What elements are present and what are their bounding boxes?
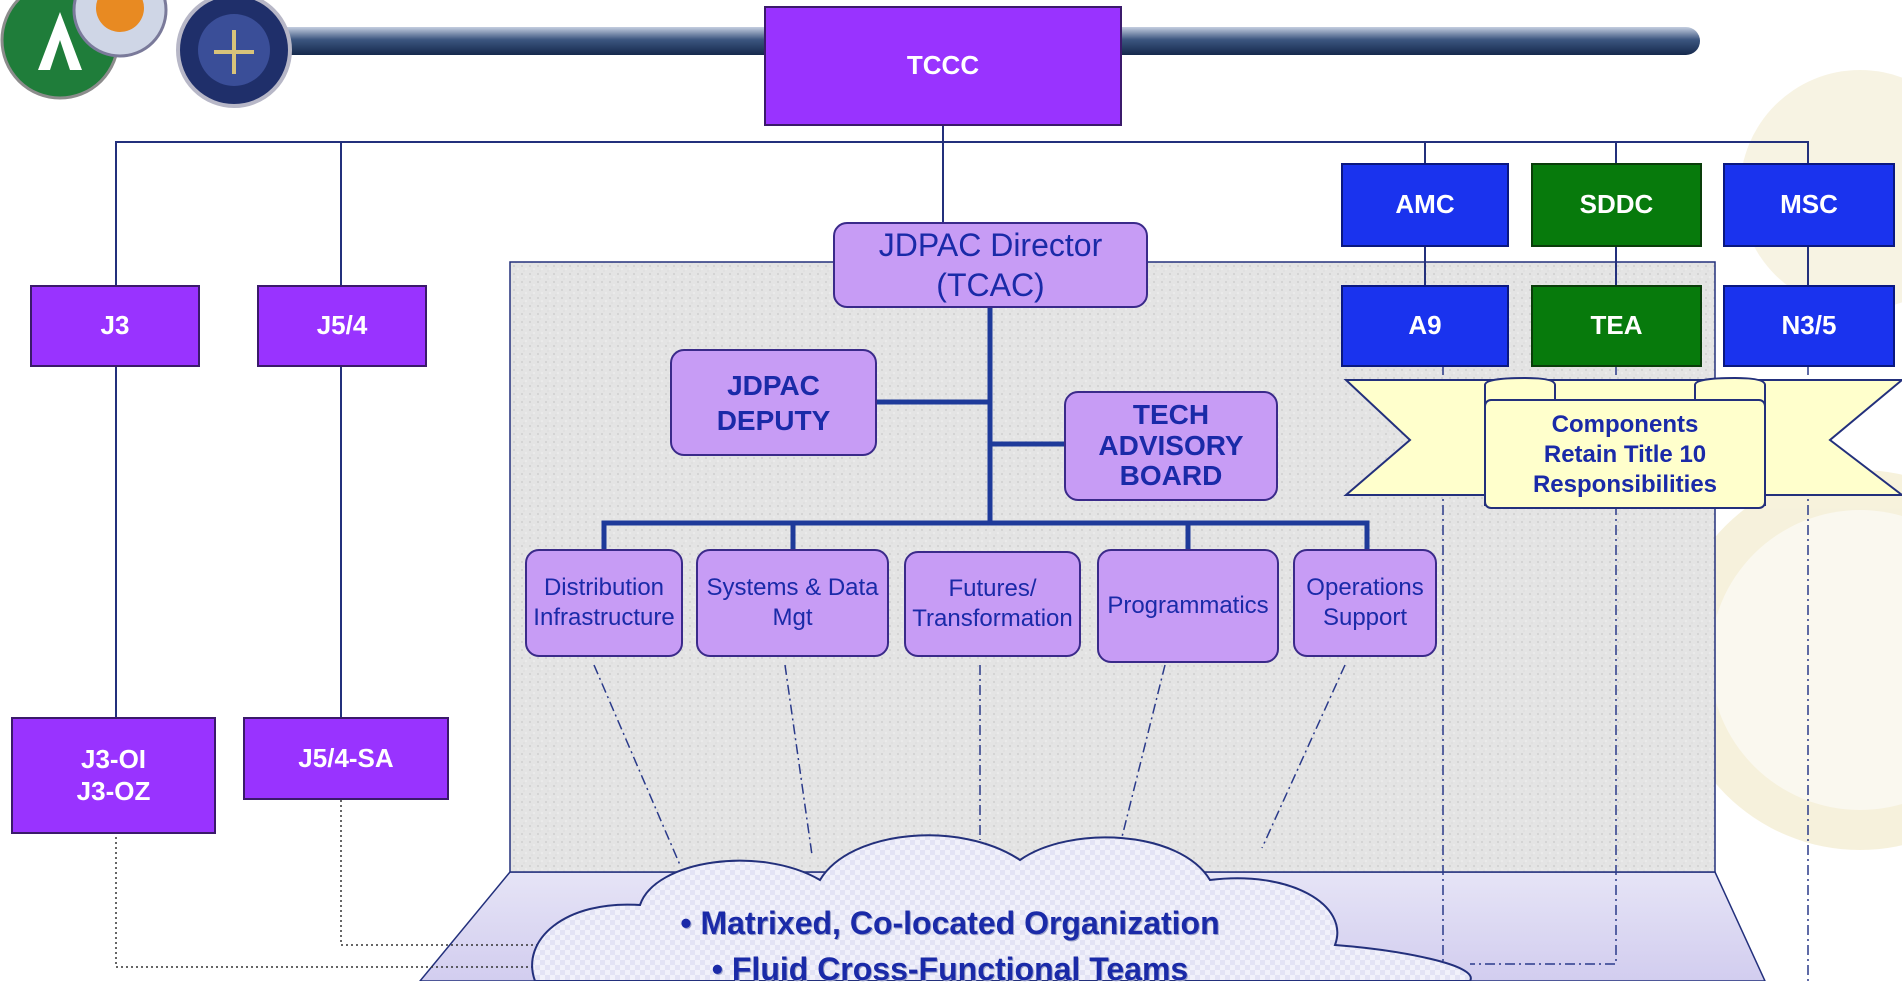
division-line2: Support <box>1322 604 1408 631</box>
division-futures-transformation: Futures/ Transformation <box>904 551 1081 657</box>
cloud-bullet-1: • Matrixed, Co-located Organization <box>680 905 1220 941</box>
deputy-line1: JDPAC <box>727 369 820 401</box>
msc-box: MSC <box>1723 163 1895 247</box>
j3-box: J3 <box>30 285 200 367</box>
division-line1: Systems & Data <box>706 574 879 601</box>
tea-box: TEA <box>1531 285 1702 367</box>
cloud-text: • Matrixed, Co-located Organization • Fl… <box>560 900 1340 993</box>
banner-line1: Components <box>1551 411 1699 438</box>
division-line2: Infrastructure <box>533 604 675 631</box>
tccc-box: TCCC <box>764 6 1122 126</box>
j54-sa-label: J5/4-SA <box>298 742 394 773</box>
tccc-label: TCCC <box>906 50 980 81</box>
division-line2: Mgt <box>772 604 813 631</box>
division-distribution-infrastructure: Distribution Infrastructure <box>525 549 683 657</box>
a9-label: A9 <box>1408 310 1442 341</box>
a9-box: A9 <box>1341 285 1509 367</box>
director-title: JDPAC Director <box>878 227 1103 263</box>
j3-oi-label: J3-OI <box>80 744 147 775</box>
tab-line1: TECH <box>1132 398 1210 430</box>
n35-box: N3/5 <box>1723 285 1895 367</box>
j54-box: J5/4 <box>257 285 427 367</box>
division-operations-support: Operations Support <box>1293 549 1437 657</box>
cloud-shape <box>531 834 1472 981</box>
sddc-label: SDDC <box>1579 189 1654 220</box>
background-seal-icon <box>1670 70 1902 850</box>
division-line1: Programmatics <box>1107 592 1269 619</box>
n35-label: N3/5 <box>1781 310 1837 341</box>
j3-label: J3 <box>100 310 130 341</box>
sddc-box: SDDC <box>1531 163 1702 247</box>
j54-label: J5/4 <box>316 310 368 341</box>
amc-box: AMC <box>1341 163 1509 247</box>
division-line1: Futures/ <box>948 575 1037 602</box>
j54-sa-box: J5/4-SA <box>243 717 449 800</box>
division-systems-data-mgt: Systems & Data Mgt <box>696 549 889 657</box>
j3-oi-oz-box: J3-OI J3-OZ <box>11 717 216 834</box>
deputy-line2: DEPUTY <box>716 404 831 436</box>
j3-oz-label: J3-OZ <box>76 775 151 806</box>
banner-line3: Responsibilities <box>1532 471 1718 498</box>
banner-line2: Retain Title 10 <box>1543 441 1707 468</box>
tab-line2: ADVISORY <box>1098 429 1244 461</box>
jdpac-deputy-box: JDPAC DEPUTY <box>670 349 877 456</box>
director-subtitle: (TCAC) <box>936 267 1045 303</box>
banner-text: Components Retain Title 10 Responsibilit… <box>1485 405 1765 505</box>
tech-advisory-board-box: TECH ADVISORY BOARD <box>1064 391 1278 501</box>
tea-label: TEA <box>1590 310 1643 341</box>
division-programmatics: Programmatics <box>1097 549 1279 663</box>
tab-line3: BOARD <box>1119 460 1223 492</box>
command-logos-icon <box>0 0 292 108</box>
division-line1: Operations <box>1306 574 1424 601</box>
jdpac-director-box: JDPAC Director (TCAC) <box>833 222 1148 308</box>
msc-label: MSC <box>1780 189 1838 220</box>
division-line1: Distribution <box>543 574 665 601</box>
cloud-bullet-2: • Fluid Cross-Functional Teams <box>711 951 1189 988</box>
amc-label: AMC <box>1395 189 1455 220</box>
division-line2: Transformation <box>912 605 1073 632</box>
